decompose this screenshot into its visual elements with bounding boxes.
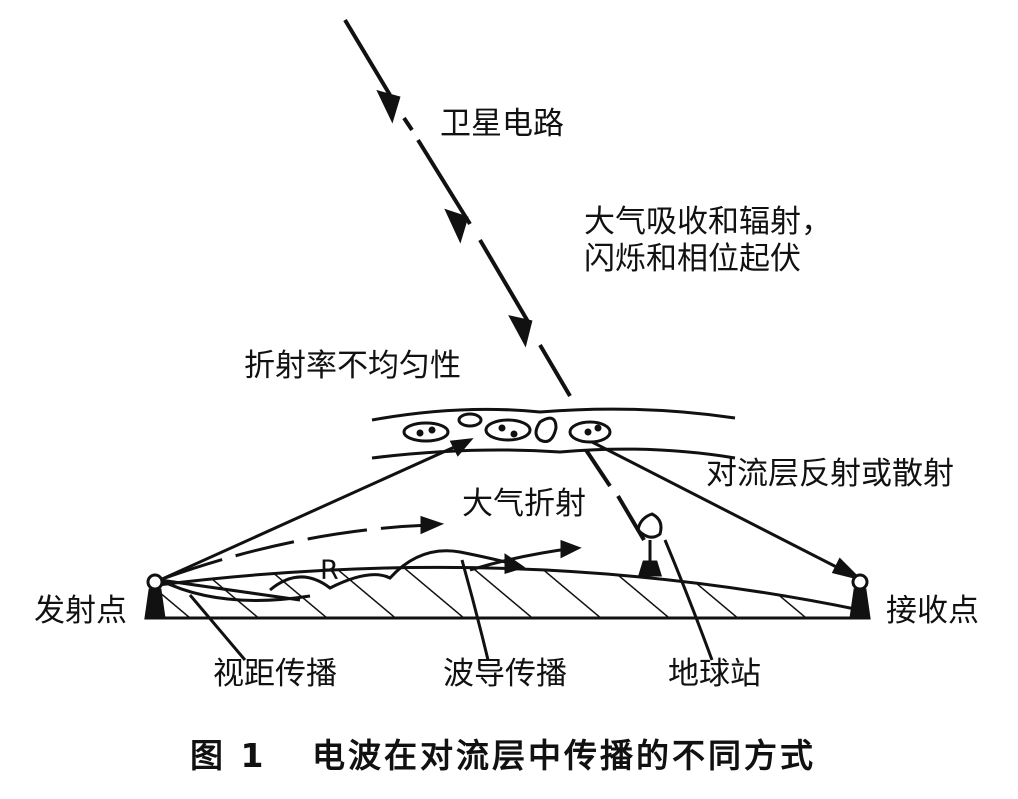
r-label: R [320, 555, 339, 586]
satellite-arrow-2 [444, 208, 469, 244]
refraction-path [164, 515, 445, 580]
figure-caption: 电波在对流层中传播的不同方式 [312, 736, 816, 775]
refractive-inhomogeneity-label: 折射率不均匀性 [244, 348, 461, 384]
satellite-arrow-3 [508, 315, 533, 348]
satellite-circuit-label: 卫星电路 [440, 106, 564, 142]
atmos-absorption-label-line1: 大气吸收和辐射， [584, 204, 832, 240]
leader-lines [188, 539, 714, 661]
transmitter-antenna [144, 573, 166, 620]
refraction-arrow [420, 515, 445, 535]
receiver-antenna [849, 573, 871, 620]
troposcatter-path [159, 438, 863, 582]
atmospheric-refraction-label: 大气折射 [462, 486, 586, 522]
line-of-sight-label: 视距传播 [213, 656, 337, 692]
duct-propagation-label: 波导传播 [443, 656, 567, 692]
atmos-absorption-label-line2: 闪烁和相位起伏 [584, 241, 801, 277]
earth-surface [150, 565, 870, 620]
satellite-path [343, 18, 646, 542]
troposcatter-label: 对流层反射或散射 [706, 456, 954, 492]
satellite-arrow-1 [376, 89, 401, 124]
receiver-label: 接收点 [886, 593, 979, 629]
troposcatter-arrow-down [831, 557, 863, 581]
troposcatter-arrow-up [449, 438, 474, 457]
figure-number: 图 1 [190, 736, 267, 775]
earth-station-label: 地球站 [668, 656, 761, 692]
inhomogeneity-layer [371, 407, 736, 460]
earth-station-dish-icon [636, 512, 663, 577]
transmitter-label: 发射点 [34, 593, 127, 629]
